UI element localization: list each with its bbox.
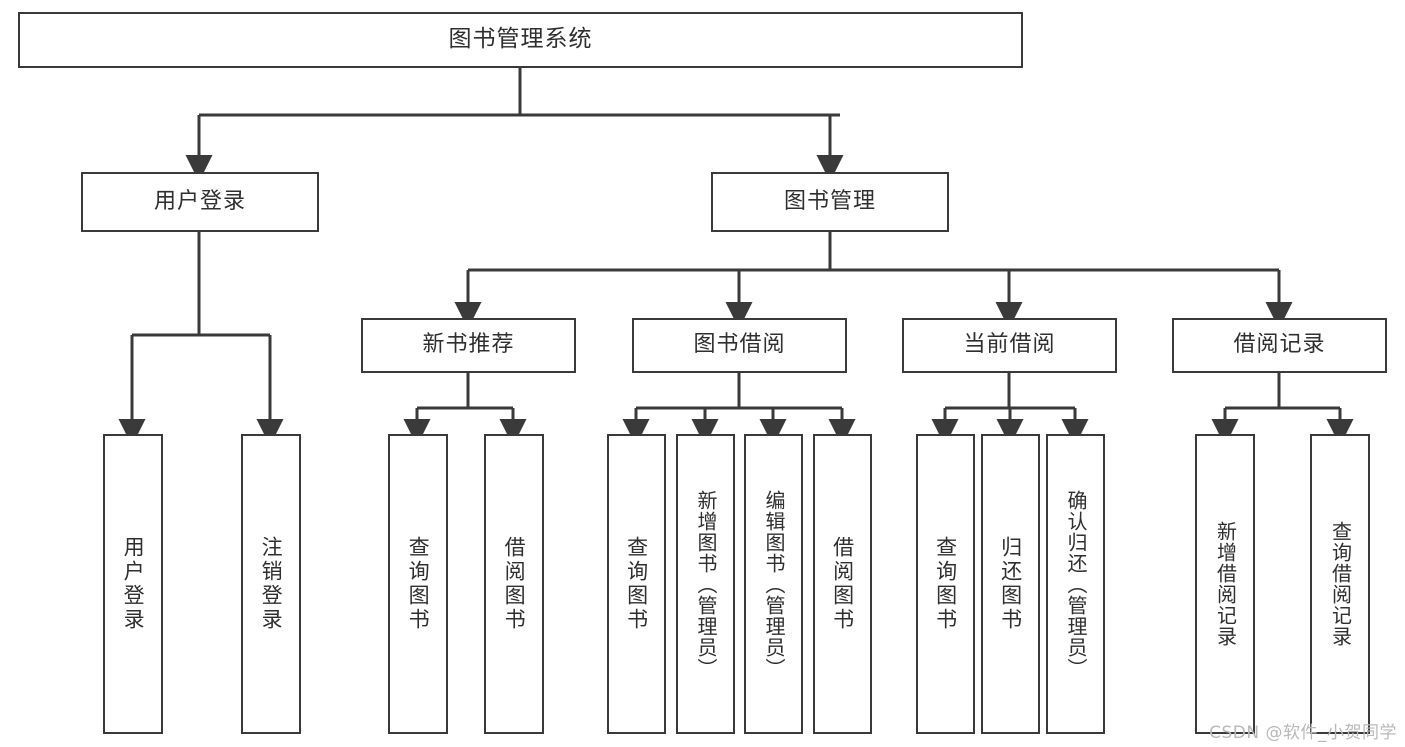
- node-leaf-borrow-book-1[interactable]: 借阅图书: [484, 434, 544, 734]
- node-leaf-user-login[interactable]: 用户登录: [103, 434, 163, 734]
- node-borrow-record[interactable]: 借阅记录: [1172, 318, 1387, 373]
- node-root-system[interactable]: 图书管理系统: [18, 12, 1023, 68]
- node-leaf-query-book-1[interactable]: 查询图书: [388, 434, 448, 734]
- node-leaf-logout[interactable]: 注销登录: [241, 434, 301, 734]
- node-current-borrow[interactable]: 当前借阅: [902, 318, 1117, 373]
- node-book-borrow[interactable]: 图书借阅: [632, 318, 847, 373]
- node-book-management[interactable]: 图书管理: [711, 172, 949, 232]
- csdn-watermark: CSDN @软件_小贺同学: [1209, 723, 1397, 743]
- node-leaf-add-book[interactable]: 新增图书（管理员）: [676, 434, 735, 734]
- node-leaf-query-book-2[interactable]: 查询图书: [607, 434, 666, 734]
- node-leaf-query-record[interactable]: 查询借阅记录: [1310, 434, 1370, 734]
- node-leaf-query-book-3[interactable]: 查询图书: [916, 434, 975, 734]
- node-leaf-borrow-book-2[interactable]: 借阅图书: [813, 434, 872, 734]
- node-leaf-edit-book[interactable]: 编辑图书（管理员）: [744, 434, 803, 734]
- node-leaf-return-book[interactable]: 归还图书: [981, 434, 1040, 734]
- node-user-login[interactable]: 用户登录: [81, 172, 319, 232]
- node-leaf-add-record[interactable]: 新增借阅记录: [1195, 434, 1255, 734]
- node-new-book-recommend[interactable]: 新书推荐: [361, 318, 576, 373]
- node-leaf-confirm-return[interactable]: 确认归还（管理员）: [1046, 434, 1105, 734]
